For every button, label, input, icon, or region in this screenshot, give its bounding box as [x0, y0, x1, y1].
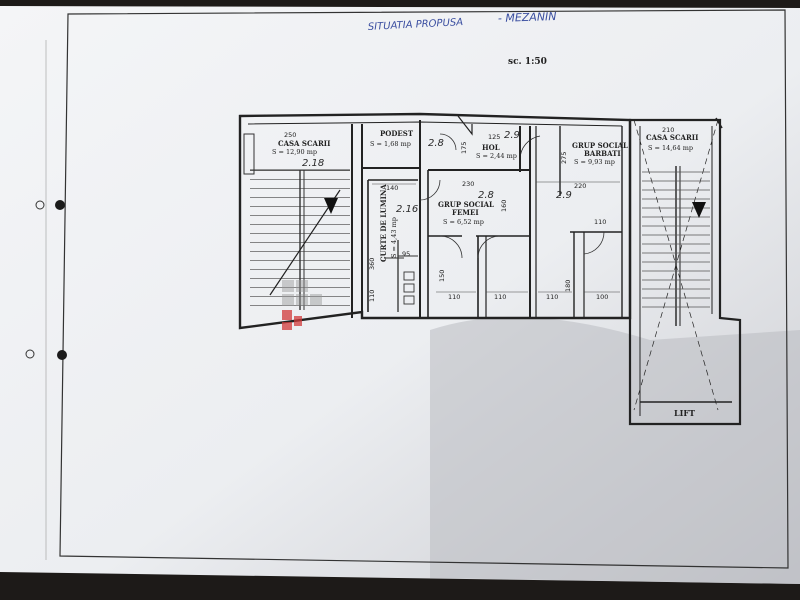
dim-110-door: 110: [594, 218, 606, 226]
dim-160: 160: [500, 200, 508, 212]
handwritten-mezanin: - MEZANIN: [498, 10, 557, 25]
height-mark-femei: 2.8: [478, 190, 494, 201]
scale-label: sc. 1:50: [508, 57, 547, 67]
dim-275: 275: [560, 152, 568, 164]
room-casa-scarii-right-name: CASA SCARII: [646, 133, 698, 142]
dim-180: 180: [564, 280, 572, 292]
room-grup-barbati-name-1: GRUP SOCIAL: [572, 141, 628, 150]
dim-140: 140: [386, 184, 398, 192]
dim-100: 100: [596, 293, 608, 301]
stair-arrow-icon-right: [692, 202, 706, 218]
dim-360: 360: [368, 258, 376, 270]
height-mark-casa-scarii: 2.18: [302, 158, 324, 169]
watermark-logo: [282, 280, 322, 306]
arrow-tick: [715, 117, 723, 129]
drawing-frame: [59, 9, 789, 569]
dim-lines: [372, 181, 620, 293]
height-mark-barbati: 2.9: [556, 190, 572, 201]
room-podest-name: PODEST: [380, 129, 414, 138]
room-casa-scarii-left-area: S = 12,90 mp: [272, 148, 317, 156]
dim-110-left: 110: [368, 290, 376, 302]
height-mark-podest: 2.8: [428, 138, 444, 149]
right-stair-block: [628, 118, 742, 426]
dim-220: 220: [574, 182, 586, 190]
room-grup-barbati-area: S = 9,93 mp: [574, 158, 615, 166]
stair-landing-mark: [243, 133, 255, 175]
handwritten-title: SITUATIA PROPUSA: [368, 17, 464, 33]
dim-210: 210: [662, 126, 674, 134]
room-grup-femei-name-2: FEMEI: [452, 208, 479, 217]
dim-95: 95: [402, 250, 410, 258]
room-lift-name: LIFT: [674, 408, 695, 418]
dim-250: 250: [284, 131, 296, 139]
binder-ring: [25, 349, 35, 359]
paper-shadow: [430, 317, 800, 584]
height-mark-curte: 2.16: [396, 204, 418, 215]
room-podest-area: S = 1,68 mp: [370, 140, 411, 148]
dim-110-bottom-2: 110: [494, 293, 506, 301]
plan-walls: [238, 112, 632, 330]
room-casa-scarii-left-name: CASA SCARII: [278, 139, 330, 148]
room-curte-lumina-name: CURTE DE LUMINA: [379, 184, 388, 262]
door-swings: [419, 133, 605, 259]
room-grup-femei-name-1: GRUP SOCIAL: [438, 200, 494, 209]
dim-125: 125: [488, 133, 500, 141]
room-curte-lumina-area: S = 4,43 mp: [390, 217, 398, 258]
fixtures: [384, 255, 418, 305]
dim-110-bottom-1: 110: [448, 293, 460, 301]
dim-175: 175: [460, 142, 468, 154]
binder-hole: [57, 350, 67, 360]
dim-110-bottom-3: 110: [546, 293, 558, 301]
height-mark-hol: 2.9: [504, 130, 520, 141]
room-hol-name: HOL: [482, 143, 500, 152]
room-grup-barbati-name-2: BARBATI: [584, 149, 621, 158]
stair-arrow-icon: [324, 198, 338, 214]
watermark-mark: [282, 310, 302, 330]
binder-ring: [35, 200, 45, 210]
dim-230: 230: [462, 180, 474, 188]
room-casa-scarii-right-area: S = 14,64 mp: [648, 144, 693, 152]
binder-hole: [55, 200, 65, 210]
room-hol-area: S = 2,44 mp: [476, 152, 517, 160]
dim-150: 150: [438, 270, 446, 282]
room-grup-femei-area: S = 6,52 mp: [443, 218, 484, 226]
